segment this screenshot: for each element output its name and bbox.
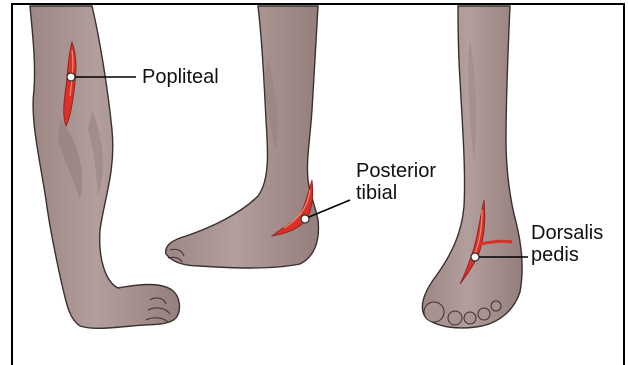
- dorsalis-pedis-label: Dorsalis pedis: [531, 222, 603, 266]
- leg-front-view: [422, 6, 528, 328]
- dorsalis-pedis-label-line1: Dorsalis: [531, 222, 603, 244]
- popliteal-pulse-point: [67, 73, 75, 81]
- leg-side-view: [166, 6, 350, 268]
- popliteal-label-text: Popliteal: [142, 66, 219, 88]
- leg-back-view: [30, 6, 179, 328]
- dorsalis-pedis-label-line2: pedis: [531, 244, 603, 266]
- posterior-tibial-label-line1: Posterior: [356, 160, 436, 182]
- posterior-tibial-label-line2: tibial: [356, 182, 436, 204]
- dorsalis-pedis-pulse-point: [471, 253, 479, 261]
- posterior-tibial-pulse-point: [301, 215, 309, 223]
- popliteal-label: Popliteal: [142, 66, 219, 88]
- posterior-tibial-label: Posterior tibial: [356, 160, 436, 204]
